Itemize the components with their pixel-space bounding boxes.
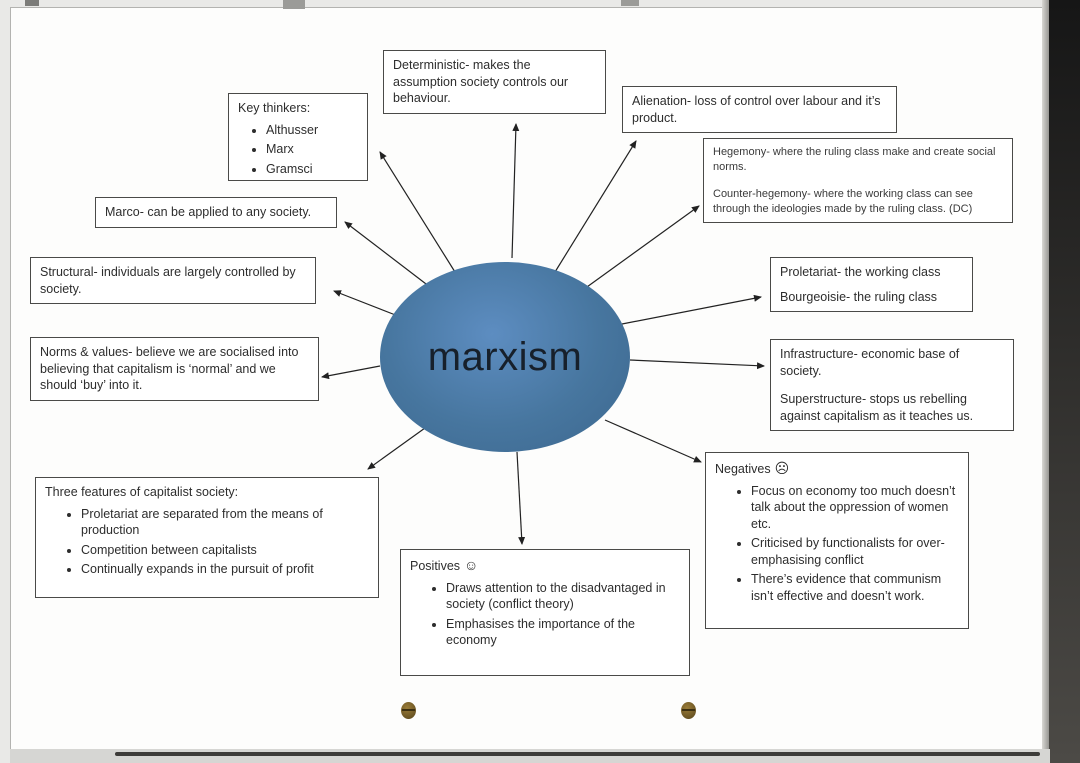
paper-edge-artifact bbox=[283, 0, 305, 9]
node-title: Positives☺ bbox=[410, 556, 680, 575]
node-title: Three features of capitalist society: bbox=[45, 485, 239, 499]
brass-fastener bbox=[401, 702, 416, 719]
list-item: There’s evidence that communism isn’t ef… bbox=[751, 571, 959, 604]
node-text: Hegemony- where the ruling class make an… bbox=[713, 146, 996, 173]
node-text: Superstructure- stops us rebelling again… bbox=[780, 392, 974, 423]
negatives-title-text: Negatives bbox=[715, 462, 771, 476]
photo-dark-edge bbox=[1049, 0, 1080, 763]
node-text: Proletariat- the working class bbox=[780, 265, 941, 279]
node-text: Bourgeoisie- the ruling class bbox=[780, 289, 938, 304]
list-item: Proletariat are separated from the means… bbox=[81, 506, 369, 539]
page-edge-shading bbox=[1042, 0, 1050, 763]
node-key-thinkers: Key thinkers: Althusser Marx Gramsci bbox=[228, 93, 368, 181]
frown-face-icon: ☹ bbox=[774, 460, 790, 476]
list-item: Gramsci bbox=[266, 161, 358, 178]
positives-title-text: Positives bbox=[410, 559, 461, 573]
photo-bottom-shadow bbox=[115, 752, 1040, 756]
node-classes: Proletariat- the working class Bourgeois… bbox=[770, 257, 973, 312]
node-text: Marco- can be applied to any society. bbox=[105, 205, 312, 219]
node-three-features: Three features of capitalist society: Pr… bbox=[35, 477, 379, 598]
node-text: Infrastructure- economic base of society… bbox=[780, 347, 960, 378]
list-item: Focus on economy too much doesn’t talk a… bbox=[751, 483, 959, 533]
node-text: Deterministic- makes the assumption soci… bbox=[393, 58, 569, 105]
node-text: Counter-hegemony- where the working clas… bbox=[713, 187, 973, 215]
list-item: Emphasises the importance of the economy bbox=[446, 616, 680, 649]
node-structural: Structural- individuals are largely cont… bbox=[30, 257, 316, 304]
smile-face-icon: ☺ bbox=[464, 557, 479, 573]
node-hegemony: Hegemony- where the ruling class make an… bbox=[703, 138, 1013, 224]
node-text: Alienation- loss of control over labour … bbox=[632, 94, 881, 125]
node-deterministic: Deterministic- makes the assumption soci… bbox=[383, 50, 606, 114]
node-title: Key thinkers: bbox=[238, 101, 311, 115]
central-topic-label: marxism bbox=[427, 334, 583, 379]
paper-edge-artifact bbox=[25, 0, 39, 6]
node-positives: Positives☺ Draws attention to the disadv… bbox=[400, 549, 690, 676]
node-text: Structural- individuals are largely cont… bbox=[40, 265, 296, 296]
paper-edge-artifact bbox=[621, 0, 639, 6]
node-negatives: Negatives☹ Focus on economy too much doe… bbox=[705, 452, 969, 629]
list-item: Marx bbox=[266, 141, 358, 158]
node-alienation: Alienation- loss of control over labour … bbox=[622, 86, 897, 133]
node-macro: Marco- can be applied to any society. bbox=[95, 197, 337, 228]
list-item: Continually expands in the pursuit of pr… bbox=[81, 561, 369, 578]
central-topic-ellipse: marxism bbox=[380, 262, 630, 452]
node-text: Norms & values- believe we are socialise… bbox=[40, 345, 299, 392]
list-item: Competition between capitalists bbox=[81, 542, 369, 559]
list-item: Draws attention to the disadvantaged in … bbox=[446, 580, 680, 613]
list-item: Criticised by functionalists for over-em… bbox=[751, 535, 959, 568]
node-infrastructure: Infrastructure- economic base of society… bbox=[770, 339, 1014, 431]
list-item: Althusser bbox=[266, 122, 358, 139]
brass-fastener bbox=[681, 702, 696, 719]
node-norms-values: Norms & values- believe we are socialise… bbox=[30, 337, 319, 401]
node-title: Negatives☹ bbox=[715, 459, 959, 478]
